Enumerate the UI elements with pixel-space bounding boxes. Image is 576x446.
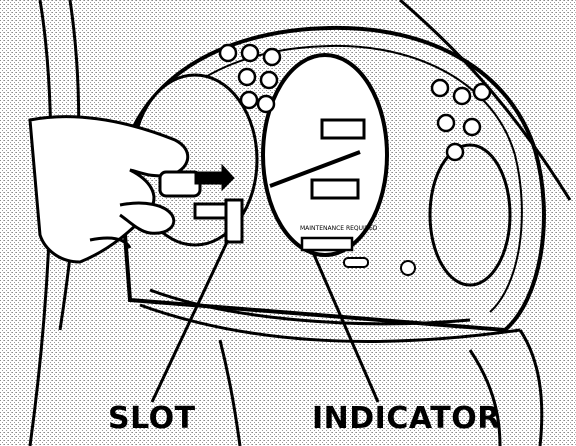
gauge-needle: [269, 150, 361, 188]
maintenance-indicator-text: MAINTENANCE REQUIRED: [300, 225, 378, 232]
indicator-leader-line: [310, 249, 380, 403]
speedometer-face: [261, 53, 389, 257]
hand: [28, 115, 189, 264]
small-lamp: [400, 260, 416, 276]
cluster-housing: [117, 25, 546, 333]
slot-leader-line: [150, 239, 230, 403]
indicator-label: INDICATOR: [312, 401, 501, 436]
indicator-lamps-right: [430, 78, 492, 162]
odometer-window-bottom: [310, 178, 360, 200]
dashboard-contours: [28, 0, 572, 446]
right-gauge: [428, 143, 512, 287]
reset-button: [343, 257, 369, 268]
key-plug: [158, 170, 244, 244]
odometer-window-top: [320, 118, 366, 140]
indicator-lamps-left: [218, 43, 282, 114]
slot-label: SLOT: [108, 401, 196, 436]
insertion-arrow-icon: [194, 163, 235, 192]
maintenance-indicator: [300, 236, 354, 252]
